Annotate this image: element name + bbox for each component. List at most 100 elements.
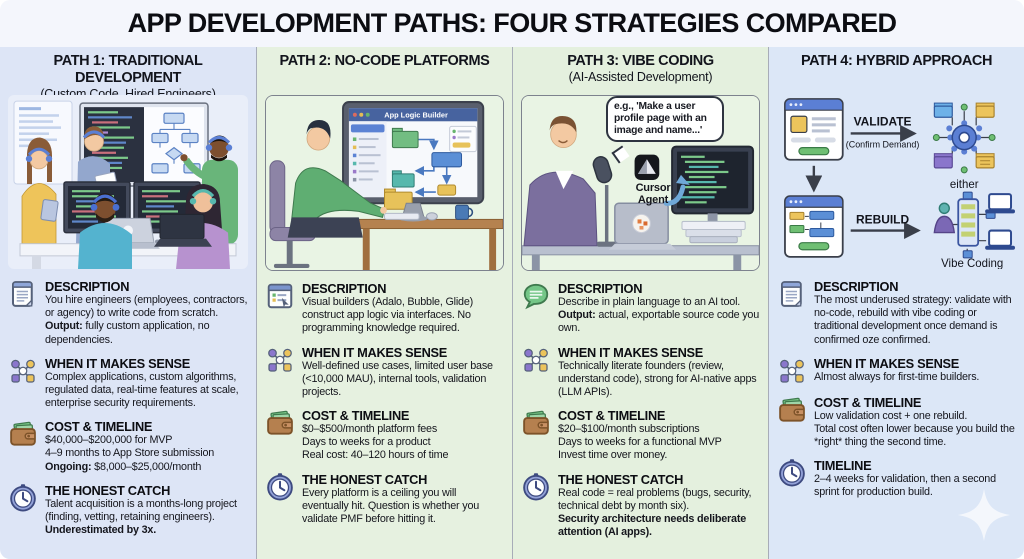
- column-header: PATH 1: TRADITIONAL DEVELOPMENT (Custom …: [8, 53, 248, 101]
- section-body: Every platform is a ceiling you will eve…: [302, 486, 480, 525]
- clock-icon: [8, 483, 38, 513]
- column-path3-vibe-coding: PATH 3: VIBE CODING (AI-Assisted Develop…: [512, 47, 768, 559]
- code-monitor: [671, 145, 755, 244]
- columns-row: PATH 1: TRADITIONAL DEVELOPMENT (Custom …: [0, 47, 1024, 559]
- section-body: Technically literate founders (review, u…: [558, 359, 757, 398]
- cursor-logo: [634, 154, 660, 180]
- section-title: THE HONEST CATCH: [302, 471, 428, 487]
- column-path1-traditional: PATH 1: TRADITIONAL DEVELOPMENT (Custom …: [0, 47, 256, 559]
- cost-timeline-section: COST & TIMELINE Low validation cost + on…: [777, 395, 1016, 450]
- section-body: Almost always for first-time builders.: [814, 370, 980, 383]
- laptop-top: [985, 193, 1016, 214]
- section-title: COST & TIMELINE: [302, 408, 410, 424]
- section-title: COST & TIMELINE: [558, 408, 666, 424]
- description-section: DESCRIPTION Visual builders (Adalo, Bubb…: [265, 281, 504, 336]
- section-body: Talent acquisition is a months-long proj…: [45, 497, 237, 537]
- when-it-makes-sense-section: WHEN IT MAKES SENSE Complex applications…: [8, 356, 248, 411]
- section-title: WHEN IT MAKES SENSE: [558, 344, 704, 360]
- section-title: COST & TIMELINE: [45, 419, 153, 435]
- description-section: DESCRIPTION Describe in plain language t…: [521, 281, 760, 336]
- section-title: WHEN IT MAKES SENSE: [45, 355, 191, 371]
- column-header: PATH 2: NO-CODE PLATFORMS: [265, 53, 504, 95]
- gear-icon: [946, 120, 983, 155]
- vibe-coding-label: Vibe Coding: [941, 258, 1003, 269]
- screen-title: App Logic Builder: [384, 111, 448, 120]
- clock-icon: [265, 472, 295, 502]
- laptop-bottom: [985, 229, 1016, 250]
- validate-label: VALIDATE: [854, 114, 912, 128]
- speech-bubble: e.g., 'Make a user profile page with an …: [606, 96, 724, 143]
- column-title: PATH 3: VIBE CODING: [567, 53, 714, 69]
- founder-speaking: [523, 116, 598, 247]
- section-body: Describe in plain language to an AI tool…: [558, 296, 760, 335]
- rebuild-label: REBUILD: [856, 212, 909, 226]
- section-title: DESCRIPTION: [45, 279, 130, 294]
- cost-timeline-section: COST & TIMELINE $20–$100/month subscript…: [521, 408, 760, 463]
- sections-path3: DESCRIPTION Describe in plain language t…: [521, 281, 760, 539]
- section-title: DESCRIPTION: [814, 279, 899, 294]
- section-body: Real code = real problems (bugs, securit…: [558, 486, 752, 539]
- column-title: PATH 1: TRADITIONAL DEVELOPMENT: [53, 53, 203, 87]
- illustration-nocode-builder: App Logic Builder: [265, 95, 504, 271]
- column-title: PATH 2: NO-CODE PLATFORMS: [279, 53, 490, 69]
- hybrid-flow-diagram: VALIDATE (Confirm Demand): [784, 98, 1016, 269]
- either-label: either: [950, 179, 979, 191]
- section-title: TIMELINE: [814, 458, 872, 474]
- description-section: DESCRIPTION The most underused strategy:…: [777, 279, 1016, 347]
- section-title: DESCRIPTION: [302, 281, 387, 296]
- section-title: WHEN IT MAKES SENSE: [814, 355, 960, 371]
- description-section: DESCRIPTION You hire engineers (employee…: [8, 279, 248, 347]
- clock-icon: [777, 458, 807, 488]
- section-body: You hire engineers (employees, contracto…: [45, 294, 248, 346]
- sections-path1: DESCRIPTION You hire engineers (employee…: [8, 279, 248, 537]
- monitor-app-logic-builder: App Logic Builder: [342, 101, 485, 210]
- section-body: 2–4 weeks for validation, then a second …: [814, 473, 996, 499]
- microphone: [592, 156, 617, 247]
- wireframe-card-2: [784, 195, 844, 258]
- column-title: PATH 4: HYBRID APPROACH: [800, 53, 993, 69]
- wallet-icon: [265, 408, 295, 438]
- arrow-to-monitor: [663, 184, 686, 206]
- section-body: Low validation cost + one rebuild.Total …: [814, 409, 1015, 449]
- sections-path2: DESCRIPTION Visual builders (Adalo, Bubb…: [265, 281, 504, 526]
- when-it-makes-sense-section: WHEN IT MAKES SENSE Almost always for fi…: [777, 356, 1016, 386]
- honest-catch-section: THE HONEST CATCH Real code = real proble…: [521, 472, 760, 540]
- section-title: COST & TIMELINE: [814, 394, 922, 410]
- illustration-hybrid-flow: VALIDATE (Confirm Demand): [777, 95, 1016, 269]
- clock-icon: [521, 472, 551, 502]
- team-coding-scene: [8, 95, 248, 269]
- engineer-left-woman: [21, 137, 59, 245]
- laptop-back: [608, 202, 677, 250]
- page-title: APP DEVELOPMENT PATHS: FOUR STRATEGIES C…: [127, 8, 897, 38]
- section-body: The most underused strategy: validate wi…: [814, 294, 1012, 346]
- vibe-coding-cluster: [933, 191, 1016, 259]
- section-title: THE HONEST CATCH: [45, 482, 171, 498]
- cursor-agent-label: Cursor Agent: [635, 182, 671, 207]
- illustration-vibe-coding: e.g., 'Make a user profile page with an …: [521, 95, 760, 271]
- network-icon: [8, 356, 38, 386]
- honest-catch-section: THE HONEST CATCH Every platform is a cei…: [265, 472, 504, 527]
- timeline-section: TIMELINE 2–4 weeks for validation, then …: [777, 458, 1016, 499]
- column-path2-nocode: PATH 2: NO-CODE PLATFORMS: [256, 47, 512, 559]
- network-icon: [521, 345, 551, 375]
- column-header: PATH 4: HYBRID APPROACH: [777, 53, 1016, 95]
- section-body: Complex applications, custom algorithms,…: [45, 370, 239, 410]
- column-subtitle: (AI-Assisted Development): [568, 70, 713, 85]
- network-icon: [777, 356, 807, 386]
- keyboard-mouse-mug: [384, 204, 474, 221]
- document-icon: [8, 279, 38, 309]
- section-title: DESCRIPTION: [558, 281, 643, 296]
- when-it-makes-sense-section: WHEN IT MAKES SENSE Well-defined use cas…: [265, 345, 504, 400]
- when-it-makes-sense-section: WHEN IT MAKES SENSE Technically literate…: [521, 345, 760, 400]
- wireframe-card-1: [784, 98, 844, 161]
- sections-path4: DESCRIPTION The most underused strategy:…: [777, 279, 1016, 500]
- network-icon: [265, 345, 295, 375]
- document-icon: [777, 279, 807, 309]
- section-title: THE HONEST CATCH: [558, 471, 684, 487]
- honest-catch-section: THE HONEST CATCH Talent acquisition is a…: [8, 483, 248, 538]
- column-path4-hybrid: PATH 4: HYBRID APPROACH: [768, 47, 1024, 559]
